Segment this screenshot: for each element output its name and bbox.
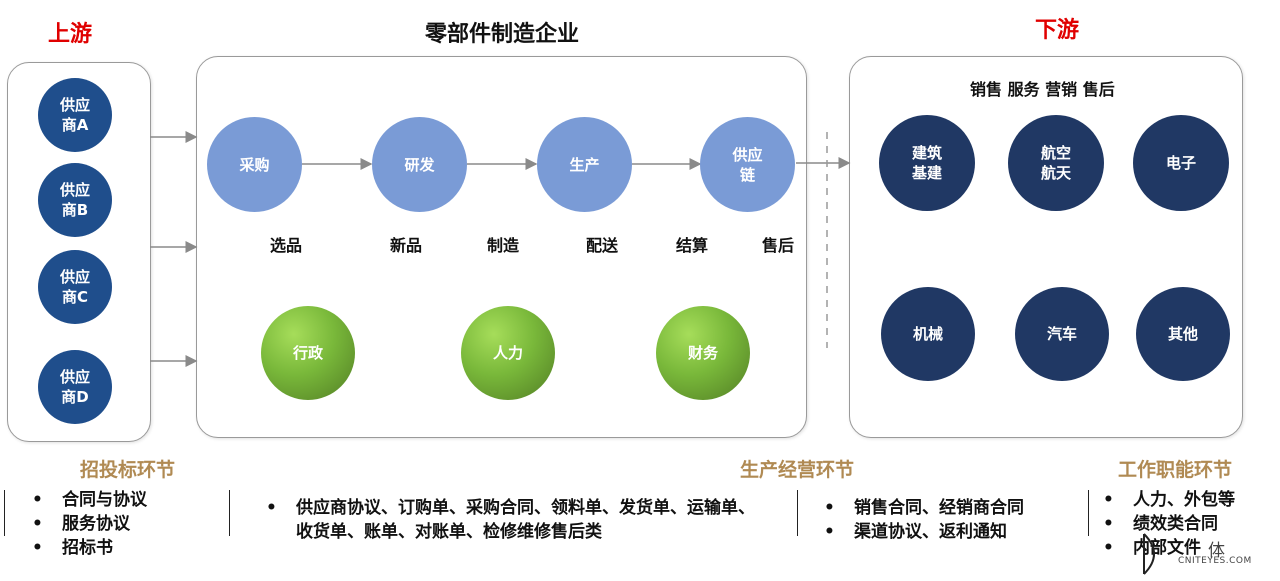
bullet-divider xyxy=(797,490,798,536)
downstream-caption: 销售 服务 营销 售后 xyxy=(970,80,1115,99)
process-node-rnd: 研发 xyxy=(372,117,467,212)
support-node-admin: 行政 xyxy=(261,306,355,400)
process-label: 选品 xyxy=(270,236,303,255)
bullet-divider xyxy=(229,490,230,536)
supplier-node: 供应商C xyxy=(38,250,112,324)
watermark-logo-icon xyxy=(1143,533,1155,575)
process-label: 结算 xyxy=(676,236,709,255)
process-node-procurement: 采购 xyxy=(207,117,302,212)
watermark-text: 体 xyxy=(1208,541,1225,561)
bullet-divider xyxy=(4,490,5,536)
industry-node: 建筑基建 xyxy=(879,115,975,211)
process-label: 新品 xyxy=(390,236,423,255)
supplier-node: 供应商B xyxy=(38,163,112,237)
list-item: 销售合同、经销商合同 xyxy=(820,496,1080,520)
list-item: 绩效类合同 xyxy=(1099,512,1279,536)
section-bidding: 招投标环节 xyxy=(80,459,176,481)
list-item: 服务协议 xyxy=(28,512,228,536)
industry-node: 其他 xyxy=(1136,287,1230,381)
watermark-sub: CNITEYES.COM xyxy=(1178,556,1252,566)
support-node-hr: 人力 xyxy=(461,306,555,400)
section-functional: 工作职能环节 xyxy=(1118,459,1233,481)
process-label: 配送 xyxy=(586,236,619,255)
process-node-supply-chain: 供应链 xyxy=(700,117,795,212)
process-node-production: 生产 xyxy=(537,117,632,212)
process-label: 制造 xyxy=(487,236,520,255)
section-operations: 生产经营环节 xyxy=(740,459,855,481)
sales-list: 销售合同、经销商合同 渠道协议、返利通知 xyxy=(820,496,1080,544)
support-node-finance: 财务 xyxy=(656,306,750,400)
list-item: 人力、外包等 xyxy=(1099,488,1279,512)
list-item: 合同与协议 xyxy=(28,488,228,512)
bullet-divider xyxy=(1088,490,1089,536)
industry-node: 电子 xyxy=(1133,115,1229,211)
industry-node: 汽车 xyxy=(1015,287,1109,381)
supplier-node: 供应商A xyxy=(38,78,112,152)
list-item: 渠道协议、返利通知 xyxy=(820,520,1080,544)
supplier-node: 供应商D xyxy=(38,350,112,424)
list-item: 供应商协议、订购单、采购合同、领料单、发货单、运输单、收货单、账单、对账单、检修… xyxy=(262,496,762,544)
center-heading: 零部件制造企业 xyxy=(425,22,580,47)
operations-list: 供应商协议、订购单、采购合同、领料单、发货单、运输单、收货单、账单、对账单、检修… xyxy=(262,496,762,544)
functional-list: 人力、外包等 绩效类合同 内部文件 xyxy=(1099,488,1279,560)
downstream-heading: 下游 xyxy=(1035,18,1080,43)
process-label: 售后 xyxy=(762,236,795,255)
industry-node: 航空航天 xyxy=(1008,115,1104,211)
industry-node: 机械 xyxy=(881,287,975,381)
list-item: 招标书 xyxy=(28,536,228,560)
upstream-heading: 上游 xyxy=(48,22,93,47)
bidding-list: 合同与协议 服务协议 招标书 xyxy=(28,488,228,560)
